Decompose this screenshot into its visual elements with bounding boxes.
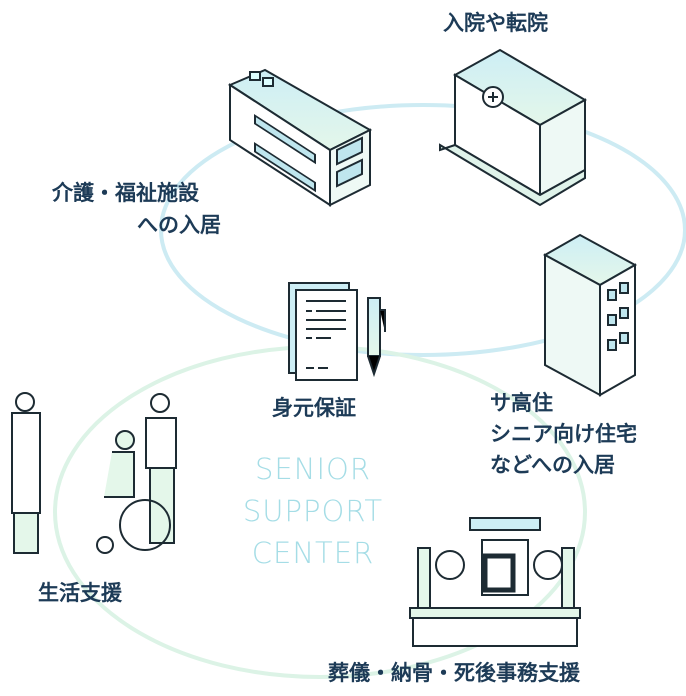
service-housing-label-1: サ高住 (490, 391, 553, 415)
upper-ring (159, 103, 686, 357)
hospital-icon (439, 48, 588, 207)
service-housing-label-2: シニア向け住宅 (490, 422, 637, 446)
service-care-facility-label-2: への入居 (137, 213, 221, 237)
document-pen-icon (288, 282, 386, 381)
care-people-icon (11, 392, 177, 554)
senior-housing-icon (542, 233, 638, 397)
brand-wordmark: SENIOR SUPPORT CENTER (215, 448, 411, 574)
funeral-altar-icon (409, 517, 581, 647)
service-hospital-label: 入院や転院 (443, 11, 548, 35)
service-funeral-label: 葬儀・納骨・死後事務支援 (328, 661, 580, 685)
brand-line: CENTER (251, 536, 375, 570)
service-housing-label-3: などへの入居 (490, 453, 615, 477)
brand-line: SENIOR (255, 452, 371, 486)
brand-line: SUPPORT (242, 494, 384, 528)
service-life-support-label: 生活支援 (38, 581, 122, 605)
service-care-facility-label-1: 介護・福祉施設 (52, 181, 199, 205)
care-facility-icon (227, 68, 373, 207)
center-title: 身元保証 (272, 396, 356, 420)
